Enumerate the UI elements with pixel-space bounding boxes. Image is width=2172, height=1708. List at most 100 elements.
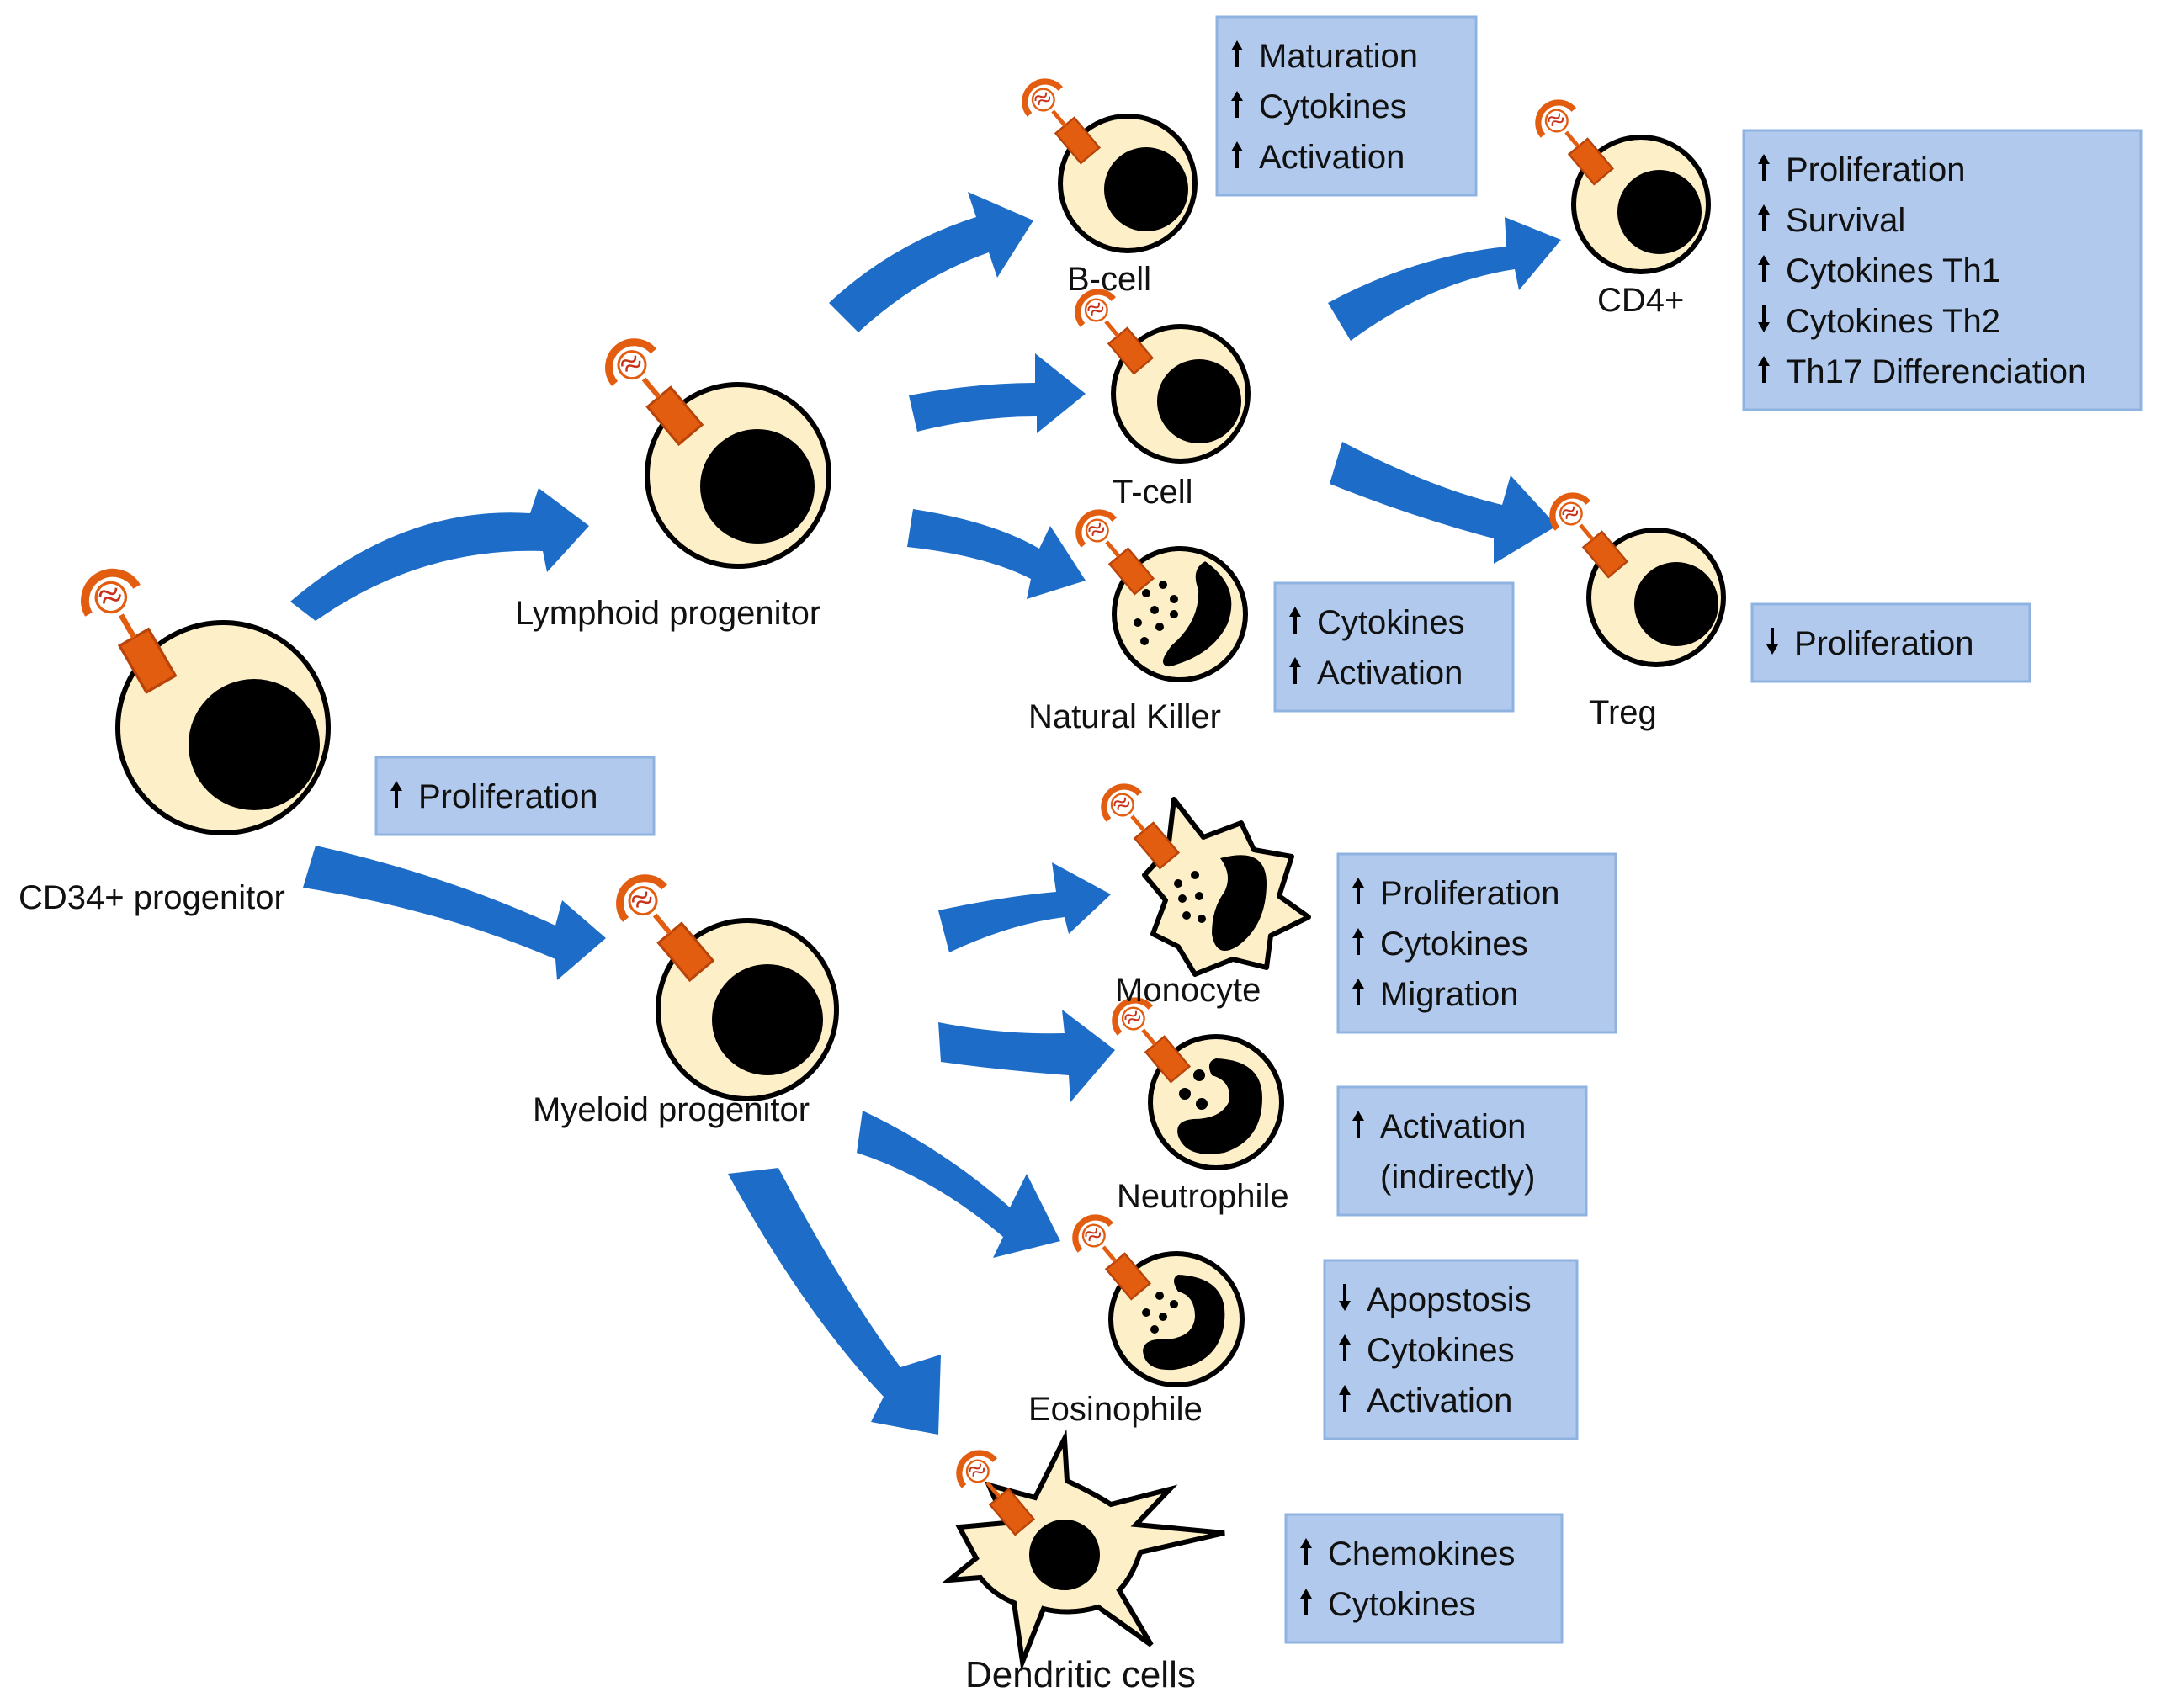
arrow-lymphoid-to-nk — [907, 509, 1086, 599]
effect-text: Cytokines — [1259, 88, 1407, 125]
effect-text: Migration — [1380, 976, 1519, 1013]
increase-arrow-icon — [390, 781, 402, 808]
increase-arrow-icon — [1352, 878, 1364, 904]
lymphoid-progenitor-cell — [598, 332, 831, 569]
cd4-t-cell — [1530, 94, 1711, 274]
increase-arrow-icon — [1289, 657, 1301, 684]
effect-box-background — [1742, 129, 2143, 411]
monocyte-cell — [1096, 778, 1311, 977]
effects-neutrophile-box: Activation (indirectly) — [1336, 1085, 1588, 1217]
increase-arrow-icon — [1339, 1334, 1351, 1361]
receptor-icon — [1530, 94, 1619, 189]
eosinophile-cell — [1067, 1209, 1245, 1387]
natural-killer-cell — [1070, 504, 1248, 682]
treg-label: Treg — [1589, 694, 1657, 731]
effect-text: Activation — [1317, 655, 1463, 692]
receptor-icon — [598, 332, 709, 450]
receptor-icon — [1544, 487, 1633, 582]
myeloid-progenitor-cell — [609, 867, 839, 1101]
effect-text: Proliferation — [1794, 625, 1973, 662]
arrow-myeloid-to-monocyte — [938, 862, 1111, 952]
receptor-icon — [609, 867, 720, 986]
increase-arrow-icon — [1352, 1111, 1364, 1138]
increase-arrow-icon — [1758, 204, 1770, 231]
receptor-icon — [1070, 504, 1160, 599]
effect-text: Survival — [1786, 202, 1905, 239]
effect-text: Cytokines — [1328, 1586, 1476, 1623]
effect-text: Apopstosis — [1367, 1281, 1532, 1318]
arrow-tcell-to-treg — [1330, 442, 1557, 564]
increase-arrow-icon — [1231, 141, 1243, 168]
increase-arrow-icon — [1231, 91, 1243, 118]
effect-text: Chemokines — [1328, 1536, 1515, 1573]
monocyte-label: Monocyte — [1115, 972, 1261, 1009]
differentiation-arrows — [290, 192, 1561, 1435]
arrow-lymphoid-to-bcell — [829, 192, 1033, 332]
effect-text: Activation — [1367, 1382, 1512, 1419]
arrow-cd34-to-lymphoid — [290, 488, 589, 621]
effect-box-background — [1336, 852, 1617, 1034]
receptor-icon — [1067, 1209, 1156, 1304]
b-cell — [1017, 73, 1198, 253]
effect-box-background — [1323, 1259, 1579, 1440]
cell-labels: CD34+ progenitor Lymphoid progenitor Mye… — [19, 261, 1684, 1695]
arrow-myeloid-to-neutrophile — [938, 1010, 1115, 1102]
cd4-label: CD4+ — [1597, 282, 1684, 319]
effect-box-background — [1215, 15, 1478, 197]
neutrophile-cell — [1107, 992, 1284, 1170]
effect-text: Activation — [1380, 1108, 1526, 1145]
increase-arrow-icon — [1352, 979, 1364, 1005]
increase-arrow-icon — [1758, 255, 1770, 282]
effect-text: Proliferation — [418, 778, 597, 815]
effect-box-background — [1336, 1085, 1588, 1217]
effect-text: Cytokines Th2 — [1786, 303, 2000, 340]
dendritic-cell — [941, 1429, 1225, 1672]
increase-arrow-icon — [1300, 1589, 1312, 1615]
myeloid-label: Myeloid progenitor — [533, 1091, 810, 1128]
decrease-arrow-icon — [1758, 305, 1770, 332]
increase-arrow-icon — [1289, 607, 1301, 634]
effect-box-background — [1750, 602, 2031, 683]
t-cell — [1070, 284, 1251, 464]
effect-text: Activation — [1259, 139, 1405, 176]
treg-cell — [1544, 487, 1726, 667]
effect-text: Th17 Differenciation — [1786, 353, 2086, 390]
increase-arrow-icon — [1231, 40, 1243, 67]
decrease-arrow-icon — [1339, 1284, 1351, 1311]
arrow-lymphoid-to-tcell — [909, 353, 1086, 433]
arrow-cd34-to-myeloid — [303, 846, 606, 980]
effect-text: Maturation — [1259, 38, 1418, 75]
effect-text: (indirectly) — [1380, 1159, 1535, 1196]
effect-text: Proliferation — [1786, 151, 1965, 188]
increase-arrow-icon — [1352, 928, 1364, 955]
increase-arrow-icon — [1758, 356, 1770, 383]
lymphoid-label: Lymphoid progenitor — [515, 595, 820, 632]
tcell-label: T-cell — [1113, 474, 1193, 511]
decrease-arrow-icon — [1766, 628, 1778, 655]
effects-cd34-box: Proliferation — [374, 756, 656, 836]
cd34-progenitor-cell — [75, 563, 331, 835]
cd34-label: CD34+ progenitor — [19, 879, 285, 916]
effects-treg-box: Proliferation — [1750, 602, 2031, 683]
effect-box-background — [374, 756, 656, 836]
neutrophile-label: Neutrophile — [1117, 1178, 1289, 1215]
nk-label: Natural Killer — [1028, 698, 1221, 735]
eosinophile-label: Eosinophile — [1028, 1391, 1203, 1428]
dendritic-label: Dendritic cells — [965, 1654, 1196, 1695]
increase-arrow-icon — [1300, 1538, 1312, 1565]
bcell-label: B-cell — [1067, 261, 1151, 298]
arrow-myeloid-to-dendritic — [728, 1168, 941, 1435]
effect-text: Cytokines — [1367, 1332, 1515, 1369]
effect-box-background — [1284, 1513, 1564, 1644]
increase-arrow-icon — [1758, 154, 1770, 181]
increase-arrow-icon — [1339, 1385, 1351, 1412]
effect-box-background — [1273, 581, 1515, 713]
arrow-tcell-to-cd4 — [1328, 217, 1561, 341]
arrow-myeloid-to-eosinophile — [857, 1111, 1060, 1258]
